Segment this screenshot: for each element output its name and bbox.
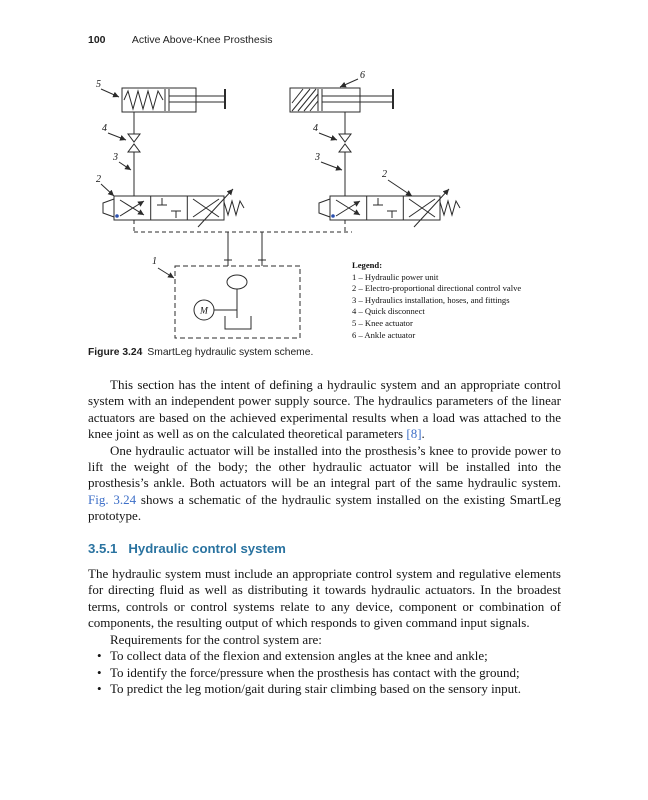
page-header: 100 Active Above-Knee Prosthesis [88, 34, 273, 46]
label-1: 1 [152, 256, 157, 267]
knee-actuator [121, 87, 226, 113]
paragraph-2-end: shows a schematic of the hydraulic syste… [88, 491, 561, 524]
ankle-actuator [289, 87, 394, 113]
figure-caption-text: SmartLeg hydraulic system scheme. [147, 347, 314, 358]
label-4-left: 4 [102, 123, 107, 134]
page-number: 100 [88, 34, 106, 46]
paragraph-2-text: One hydraulic actuator will be installed… [88, 442, 561, 491]
hydraulic-lines [127, 112, 352, 266]
legend-item: 1 – Hydraulic power unit [352, 271, 439, 282]
callout-arrows [100, 78, 413, 279]
figure-3-24: M 5 6 4 3 2 4 3 2 1 [88, 70, 562, 344]
label-3-right: 3 [314, 152, 320, 163]
bullet-icon: • [97, 648, 102, 664]
figure-number-labels: 5 6 4 3 2 4 3 2 1 [96, 70, 387, 267]
label-6: 6 [360, 70, 365, 81]
hydraulic-schematic: M 5 6 4 3 2 4 3 2 1 [96, 70, 562, 339]
figure-caption-label: Figure 3.24 [88, 347, 143, 358]
legend-item: 5 – Knee actuator [352, 317, 413, 328]
label-3-left: 3 [112, 152, 118, 163]
motor-symbol: M [199, 307, 209, 317]
running-title: Active Above-Knee Prosthesis [131, 34, 273, 46]
section-number: 3.5.1 [88, 540, 118, 556]
section-heading-3-5-1: 3.5.1 Hydraulic control system [88, 541, 561, 557]
figure-legend: Legend: 1 – Hydraulic power unit 2 – Ele… [352, 260, 566, 341]
legend-item: 6 – Ankle actuator [352, 329, 416, 340]
legend-item: 4 – Quick disconnect [352, 306, 425, 317]
list-item: • To identify the force/pressure when the… [88, 665, 561, 681]
requirements-list: • To collect data of the flexion and exte… [88, 648, 561, 697]
control-valve-left [103, 189, 244, 227]
figure-3-24-link[interactable]: Fig. 3.24 [88, 491, 137, 507]
paragraph-1-end: . [421, 426, 425, 442]
citation-8-link[interactable]: [8] [406, 426, 422, 442]
bullet-icon: • [97, 664, 102, 680]
paragraph-1-text: This section has the intent of defining … [88, 377, 561, 442]
bullet-icon: • [97, 680, 102, 696]
list-item-text: To collect data of the flexion and exten… [110, 648, 488, 664]
control-valve-right [319, 189, 460, 227]
legend-item: 3 – Hydraulics installation, hoses, and … [352, 294, 510, 305]
list-item: • To collect data of the flexion and exte… [88, 648, 561, 664]
label-5: 5 [96, 79, 101, 90]
list-item-text: To predict the leg motion/gait during st… [110, 680, 522, 696]
paragraph-3: The hydraulic system must include an app… [88, 566, 561, 631]
section-title: Hydraulic control system [128, 540, 286, 556]
paragraph-4: Requirements for the control system are: [110, 631, 322, 647]
paragraph-1: This section has the intent of defining … [88, 377, 561, 443]
list-item-text: To identify the force/pressure when the … [110, 664, 520, 680]
label-4-right: 4 [313, 123, 318, 134]
label-2-left: 2 [96, 174, 101, 185]
paragraph-2: One hydraulic actuator will be installed… [88, 443, 561, 525]
figure-caption: Figure 3.24 SmartLeg hydraulic system sch… [88, 347, 562, 358]
legend-item: 2 – Electro-proportional directional con… [352, 283, 522, 294]
label-2-right: 2 [382, 169, 387, 180]
body-text: This section has the intent of defining … [88, 377, 561, 697]
power-unit [174, 265, 301, 339]
legend-title: Legend: [352, 260, 383, 270]
list-item: • To predict the leg motion/gait during s… [88, 681, 561, 697]
